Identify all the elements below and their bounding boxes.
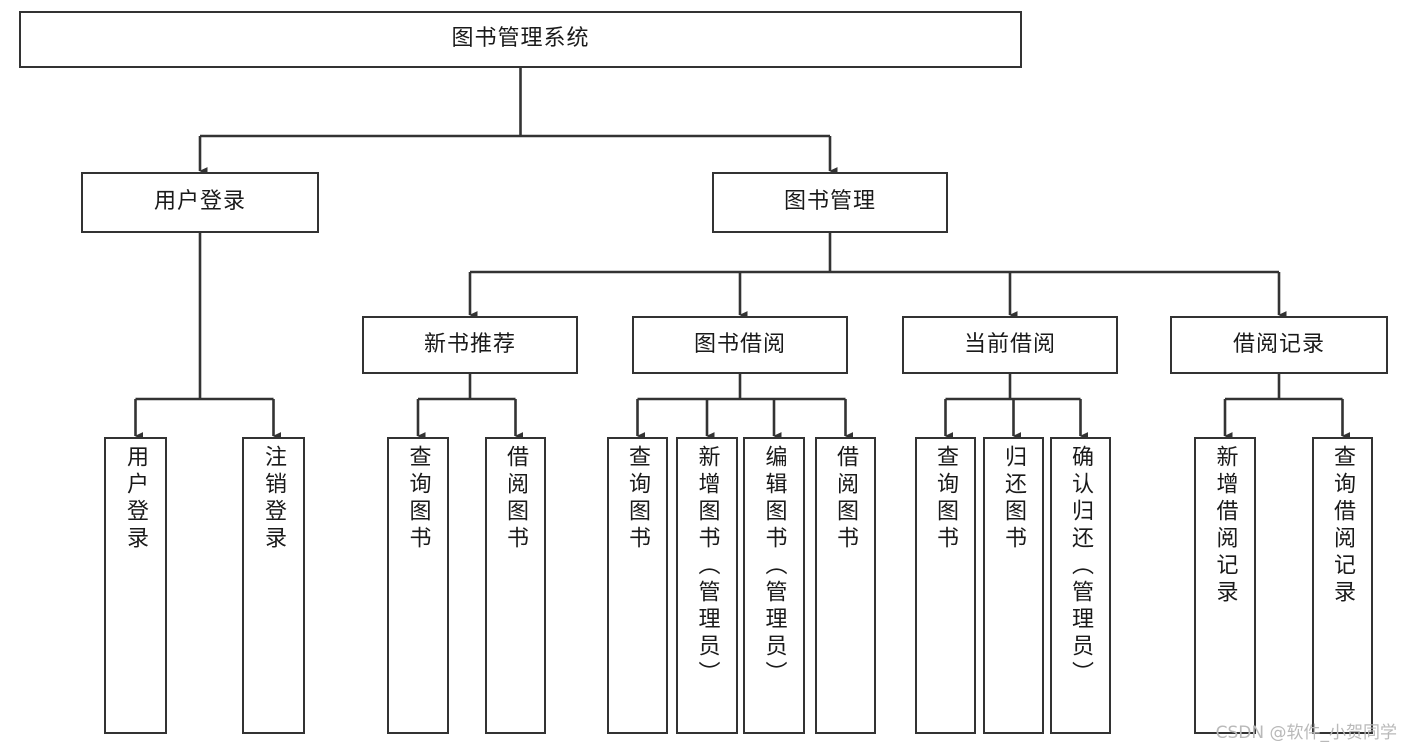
node-label: 图书借阅 [693, 331, 786, 357]
node-label: 查询图书 [625, 445, 651, 553]
node-leaf-edit-book[interactable]: 编辑图书（管理员） [743, 437, 805, 734]
node-leaf-add-record[interactable]: 新增借阅记录 [1194, 437, 1256, 734]
node-label: 归还图书 [1001, 445, 1027, 553]
node-label: 新增图书（管理员） [694, 445, 720, 688]
node-root-system[interactable]: 图书管理系统 [19, 11, 1022, 68]
node-user-login[interactable]: 用户登录 [81, 172, 319, 233]
node-leaf-user-login[interactable]: 用户登录 [104, 437, 167, 734]
node-label: 查询图书 [933, 445, 959, 553]
node-leaf-query-record[interactable]: 查询借阅记录 [1312, 437, 1373, 734]
node-label: 新书推荐 [423, 331, 516, 357]
node-new-book-rec[interactable]: 新书推荐 [362, 316, 578, 374]
node-label: 注销登录 [261, 445, 287, 553]
node-book-manage[interactable]: 图书管理 [712, 172, 948, 233]
node-label: 确认归还（管理员） [1068, 445, 1094, 688]
node-label: 当前借阅 [963, 331, 1056, 357]
node-leaf-query-book-2[interactable]: 查询图书 [607, 437, 668, 734]
node-leaf-borrow-book-2[interactable]: 借阅图书 [815, 437, 876, 734]
node-label: 用户登录 [153, 189, 246, 215]
node-label: 图书管理 [783, 189, 876, 215]
connector-group [134, 68, 1351, 440]
node-label: 新增借阅记录 [1212, 445, 1238, 607]
node-current-borrow[interactable]: 当前借阅 [902, 316, 1118, 374]
node-label: 借阅记录 [1232, 331, 1325, 357]
node-label: 用户登录 [123, 445, 149, 553]
node-label: 借阅图书 [833, 445, 859, 553]
node-leaf-confirm-return[interactable]: 确认归还（管理员） [1050, 437, 1111, 734]
node-leaf-return-book[interactable]: 归还图书 [983, 437, 1044, 734]
node-leaf-query-book-3[interactable]: 查询图书 [915, 437, 976, 734]
node-label: 借阅图书 [503, 445, 529, 553]
node-label: 查询借阅记录 [1330, 445, 1356, 607]
node-label: 编辑图书（管理员） [761, 445, 787, 688]
node-leaf-query-book-1[interactable]: 查询图书 [387, 437, 449, 734]
node-leaf-borrow-book-1[interactable]: 借阅图书 [485, 437, 546, 734]
node-borrow-record[interactable]: 借阅记录 [1170, 316, 1388, 374]
node-label: 查询图书 [405, 445, 431, 553]
node-leaf-user-logout[interactable]: 注销登录 [242, 437, 305, 734]
node-book-borrow[interactable]: 图书借阅 [632, 316, 848, 374]
node-label: 图书管理系统 [451, 26, 590, 52]
node-leaf-add-book[interactable]: 新增图书（管理员） [676, 437, 738, 734]
